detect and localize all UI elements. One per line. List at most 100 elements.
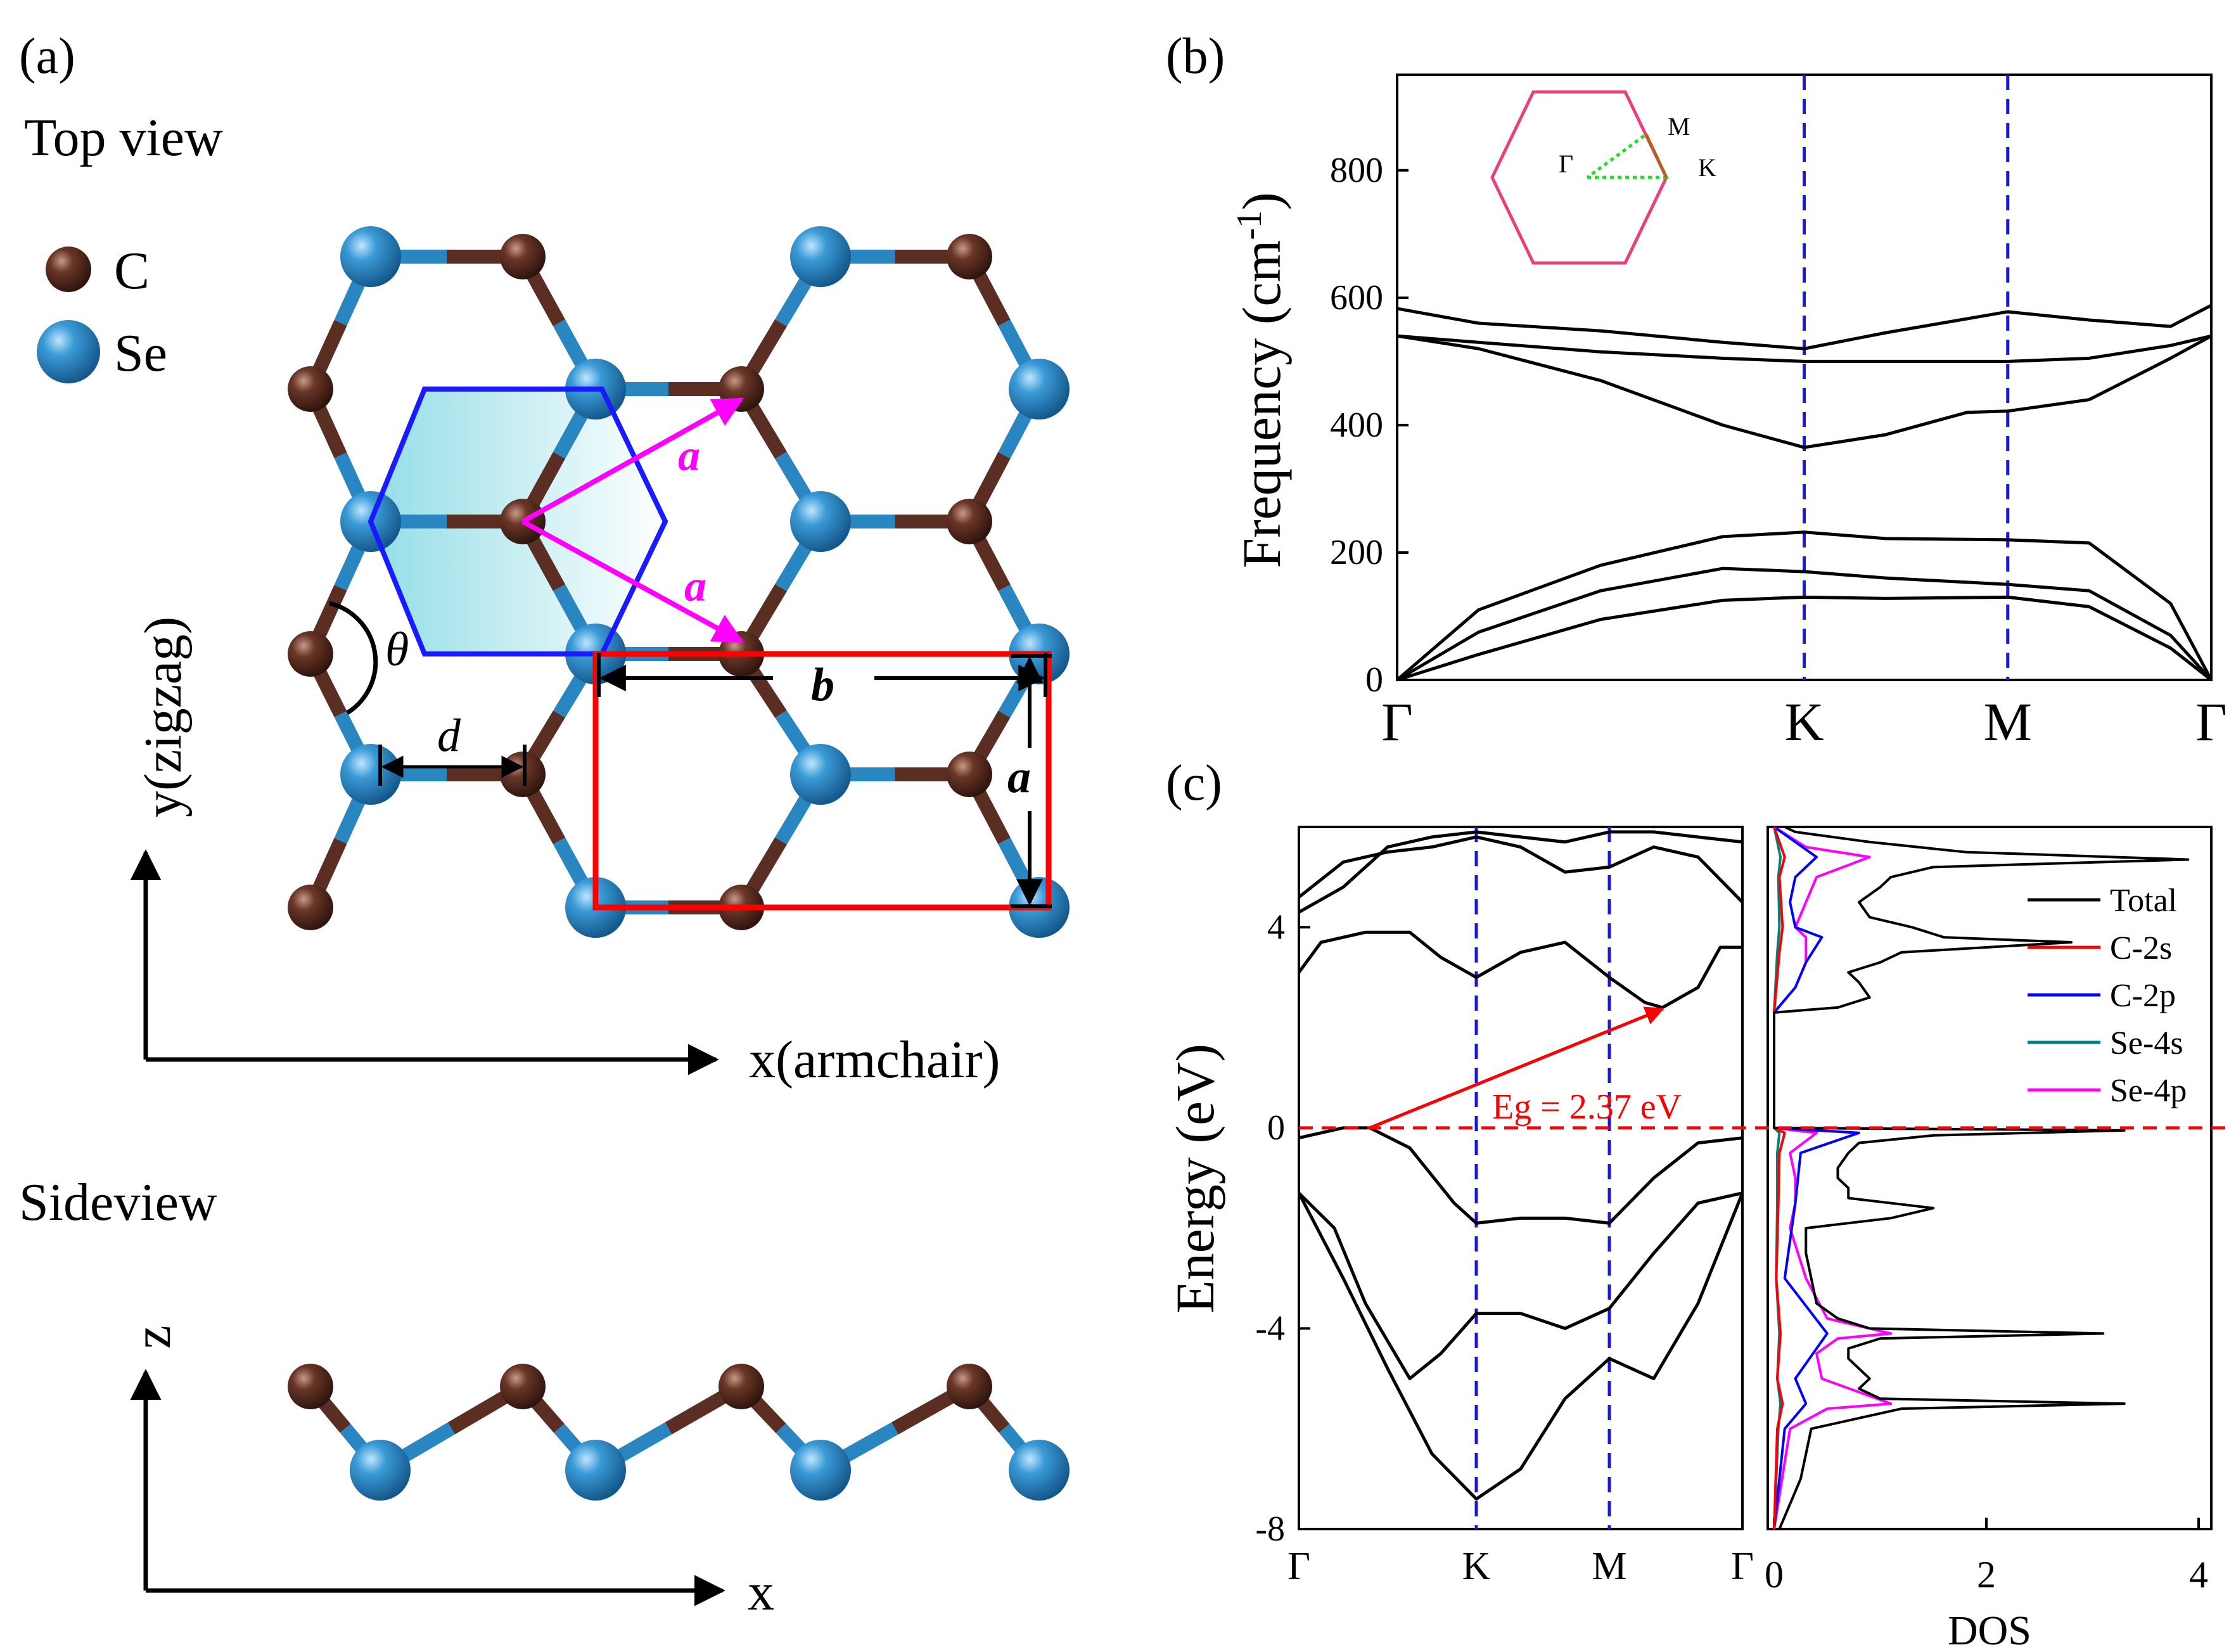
inset-k-label: K [1698, 153, 1716, 182]
mk-segment [1644, 133, 1668, 179]
y-tick-label: -4 [1255, 1309, 1285, 1348]
x-tick-label: 4 [2189, 1554, 2208, 1596]
side-view-title: Sideview [19, 1173, 217, 1232]
lattice-vector-a1-label: a [678, 432, 700, 480]
b-dimension: b [597, 653, 1047, 711]
c-atom [947, 234, 992, 279]
side-c-atom [719, 1364, 764, 1409]
c-atom [288, 631, 333, 677]
brillouin-zone-inset: Γ M K [1490, 90, 1716, 265]
primitive-cell-outline [367, 387, 668, 656]
panel-c: (c) -8 -4 0 4 Γ K M Γ Energy (eV) Eg = 2.37 eV… [1165, 755, 2227, 1652]
se-atom [790, 491, 851, 552]
y-axis-label: y(zigzag) [134, 617, 193, 817]
legend-se-atom-icon [37, 320, 100, 383]
dos-legend-item: C-2p [2028, 978, 2176, 1014]
theta-arc [329, 601, 378, 715]
x-tick-label: 2 [1977, 1554, 1996, 1596]
dos-curve-c-2p [1773, 826, 1860, 1530]
band-plot-frame [1298, 826, 1744, 1530]
y-tick-label: 600 [1330, 278, 1383, 317]
dos-x-ticks: 0 2 4 [1765, 1518, 2208, 1596]
phonon-branch [1396, 334, 2212, 363]
phonon-y-axis-label: Frequency (cm-1) [1230, 192, 1292, 568]
rectangular-cell [592, 651, 1052, 911]
legend-se-label: Se [114, 324, 167, 383]
b-label: b [811, 659, 834, 711]
y-tick-label: 200 [1330, 533, 1383, 572]
phonon-branch [1396, 595, 2213, 682]
dos-legend-item: Se-4p [2028, 1073, 2187, 1109]
high-symmetry-path [1586, 132, 1669, 179]
se-atom [790, 226, 851, 287]
side-se-atom [350, 1440, 411, 1501]
se-atom [340, 744, 401, 805]
x-tick-label: 0 [1765, 1554, 1784, 1596]
phonon-branch [1396, 334, 2213, 449]
top-view-title: Top view [24, 108, 223, 167]
band-y-axis-label: Energy (eV) [1165, 1044, 1225, 1314]
k-point-label: K [1462, 1545, 1491, 1588]
k-point-label: Γ [2195, 691, 2227, 752]
se-atom [790, 744, 851, 805]
phonon-branch [1396, 530, 2213, 681]
y-tick-label: 0 [1267, 1108, 1285, 1148]
legend-label: C-2s [2110, 930, 2172, 966]
side-se-atom [790, 1440, 851, 1501]
phonon-branches [1396, 304, 2213, 682]
band-gap-arrow [1369, 1006, 1664, 1130]
c-atom [288, 366, 333, 412]
legend-c-atom-icon [46, 247, 91, 292]
c-atom [947, 752, 992, 797]
k-point-label: Γ [1381, 691, 1413, 752]
legend-label: Se-4p [2110, 1073, 2187, 1109]
dos-curve-c-2s [1773, 826, 1786, 1530]
phonon-branch [1396, 567, 2213, 682]
phonon-high-symmetry-lines [1803, 75, 2010, 680]
panel-c-label: (c) [1166, 755, 1222, 811]
side-c-atom [500, 1364, 546, 1409]
side-z-label: z [123, 1325, 182, 1348]
phonon-branch [1396, 304, 2213, 350]
a-label: a [1007, 751, 1031, 803]
legend-label: C-2p [2110, 978, 2176, 1014]
dos-curve-se-4p [1773, 826, 1893, 1530]
inset-gamma-label: Γ [1559, 150, 1573, 178]
c-atom [719, 366, 764, 412]
band-high-symmetry-lines [1474, 827, 1611, 1529]
lattice-vector-a2 [521, 519, 744, 644]
dos-curves [1773, 826, 2190, 1530]
se-atom [340, 226, 401, 287]
side-se-atom [565, 1440, 626, 1501]
panel-a: (a) Top view C Se a a b [19, 29, 1070, 1622]
atom-legend: C Se [37, 241, 167, 383]
panel-b-label: (b) [1166, 29, 1225, 84]
side-c-atom [288, 1364, 333, 1409]
a-dimension: a [1007, 654, 1052, 908]
dos-legend-item: C-2s [2028, 930, 2172, 966]
d-label: d [437, 710, 461, 762]
side-c-atom [947, 1364, 992, 1409]
lattice-vector-a1 [521, 397, 744, 524]
k-point-label: M [1592, 1545, 1626, 1588]
panel-a-label: (a) [19, 29, 75, 84]
se-atom [1009, 359, 1070, 419]
y-tick-label: -8 [1255, 1509, 1285, 1549]
dos-legend-item: Total [2028, 883, 2177, 919]
band-gap-label: Eg = 2.37 eV [1492, 1087, 1682, 1127]
band-line [1298, 835, 1744, 904]
theta-label: θ [385, 623, 409, 676]
x-axis-label: x(armchair) [749, 1030, 1000, 1089]
k-point-label: Γ [1731, 1545, 1754, 1588]
k-point-label: Γ [1287, 1545, 1310, 1588]
dos-x-axis-label: DOS [1948, 1608, 2031, 1652]
c-atom [500, 234, 546, 279]
band-line [1297, 1192, 1744, 1501]
